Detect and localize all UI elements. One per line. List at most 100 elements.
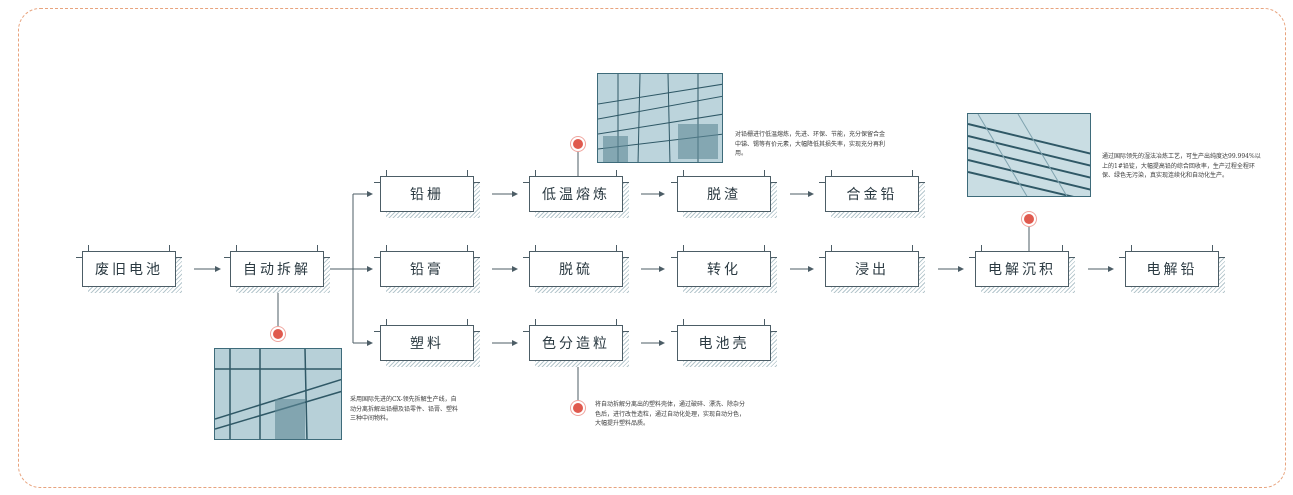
node-lead-grid: 铅栅	[374, 170, 480, 218]
corner-tick	[771, 331, 777, 332]
corner-tick	[386, 170, 387, 176]
corner-tick	[169, 245, 170, 251]
smelting-plant-image	[597, 73, 723, 163]
corner-tick	[831, 245, 832, 251]
corner-tick	[912, 245, 913, 251]
node-label: 低温熔炼	[529, 176, 623, 212]
corner-tick	[386, 245, 387, 251]
corner-tick	[386, 319, 387, 325]
node-plastic: 塑料	[374, 319, 480, 367]
corner-tick	[1119, 257, 1125, 258]
corner-tick	[671, 182, 677, 183]
node-conversion: 转化	[671, 245, 777, 293]
corner-tick	[374, 257, 380, 258]
marker-plastic	[573, 403, 583, 413]
node-label: 脱渣	[677, 176, 771, 212]
node-scrap-battery: 废旧电池	[76, 245, 182, 293]
corner-tick	[623, 257, 629, 258]
node-label: 铅栅	[380, 176, 474, 212]
note-plastic: 将自动拆解分离出的塑料壳体，通过破碎、漂洗、除杂分色后，进行改性造粒，通过自动化…	[595, 401, 746, 427]
node-label: 自动拆解	[230, 251, 324, 287]
corner-tick	[616, 170, 617, 176]
node-label: 电解沉积	[975, 251, 1069, 287]
corner-tick	[623, 331, 629, 332]
node-alloy-lead: 合金铅	[819, 170, 925, 218]
corner-tick	[981, 245, 982, 251]
node-leaching: 浸出	[819, 245, 925, 293]
node-label: 转化	[677, 251, 771, 287]
node-low-temp-smelting: 低温熔炼	[523, 170, 629, 218]
node-label: 色分造粒	[529, 325, 623, 361]
note-electrolysis: 通过国际领先的湿法冶炼工艺，可生产出纯度达99.994%以上的1#铅锭，大幅提高…	[1102, 153, 1261, 179]
corner-tick	[467, 319, 468, 325]
corner-tick	[1062, 245, 1063, 251]
corner-tick	[771, 257, 777, 258]
dismantling-line-image	[214, 348, 342, 440]
node-battery-case: 电池壳	[671, 319, 777, 367]
corner-tick	[176, 257, 182, 258]
corner-tick	[224, 257, 230, 258]
corner-tick	[1069, 257, 1075, 258]
node-label: 电解铅	[1125, 251, 1219, 287]
diagram-frame	[18, 8, 1286, 488]
corner-tick	[919, 257, 925, 258]
corner-tick	[374, 182, 380, 183]
corner-tick	[474, 257, 480, 258]
node-label: 浸出	[825, 251, 919, 287]
corner-tick	[683, 170, 684, 176]
node-label: 电池壳	[677, 325, 771, 361]
node-desulfurization: 脱硫	[523, 245, 629, 293]
corner-tick	[1131, 245, 1132, 251]
corner-tick	[764, 245, 765, 251]
node-auto-dismantle: 自动拆解	[224, 245, 330, 293]
corner-tick	[474, 331, 480, 332]
corner-tick	[623, 182, 629, 183]
corner-tick	[771, 182, 777, 183]
corner-tick	[683, 319, 684, 325]
corner-tick	[535, 319, 536, 325]
node-electrolytic-lead: 电解铅	[1119, 245, 1225, 293]
corner-tick	[919, 182, 925, 183]
corner-tick	[969, 257, 975, 258]
corner-tick	[616, 245, 617, 251]
corner-tick	[671, 331, 677, 332]
corner-tick	[819, 182, 825, 183]
corner-tick	[819, 257, 825, 258]
corner-tick	[76, 257, 82, 258]
corner-tick	[324, 257, 330, 258]
electrolysis-cells-image	[967, 113, 1091, 197]
corner-tick	[764, 319, 765, 325]
node-electrolytic-deposition: 电解沉积	[969, 245, 1075, 293]
node-label: 废旧电池	[82, 251, 176, 287]
corner-tick	[467, 245, 468, 251]
corner-tick	[523, 331, 529, 332]
node-label: 塑料	[380, 325, 474, 361]
corner-tick	[523, 182, 529, 183]
corner-tick	[764, 170, 765, 176]
corner-tick	[374, 331, 380, 332]
node-color-sorting: 色分造粒	[523, 319, 629, 367]
note-dismantle: 采用国际先进的CX-领先拆解生产线，自动分离拆解出铅栅及铅零件、铅膏、塑料三种中…	[350, 396, 459, 422]
corner-tick	[1219, 257, 1225, 258]
node-label: 铅膏	[380, 251, 474, 287]
corner-tick	[831, 170, 832, 176]
corner-tick	[467, 170, 468, 176]
corner-tick	[236, 245, 237, 251]
node-label: 脱硫	[529, 251, 623, 287]
corner-tick	[616, 319, 617, 325]
corner-tick	[88, 245, 89, 251]
node-deslagging: 脱渣	[671, 170, 777, 218]
marker-electrolysis	[1024, 214, 1034, 224]
corner-tick	[535, 170, 536, 176]
corner-tick	[912, 170, 913, 176]
node-label: 合金铅	[825, 176, 919, 212]
corner-tick	[474, 182, 480, 183]
marker-smelting	[573, 139, 583, 149]
node-lead-paste: 铅膏	[374, 245, 480, 293]
corner-tick	[535, 245, 536, 251]
corner-tick	[523, 257, 529, 258]
corner-tick	[317, 245, 318, 251]
note-smelting: 对铅栅进行低温熔炼，先进、环保、节能，充分保留合金中锑、锡等有价元素，大幅降低其…	[735, 131, 886, 157]
corner-tick	[683, 245, 684, 251]
